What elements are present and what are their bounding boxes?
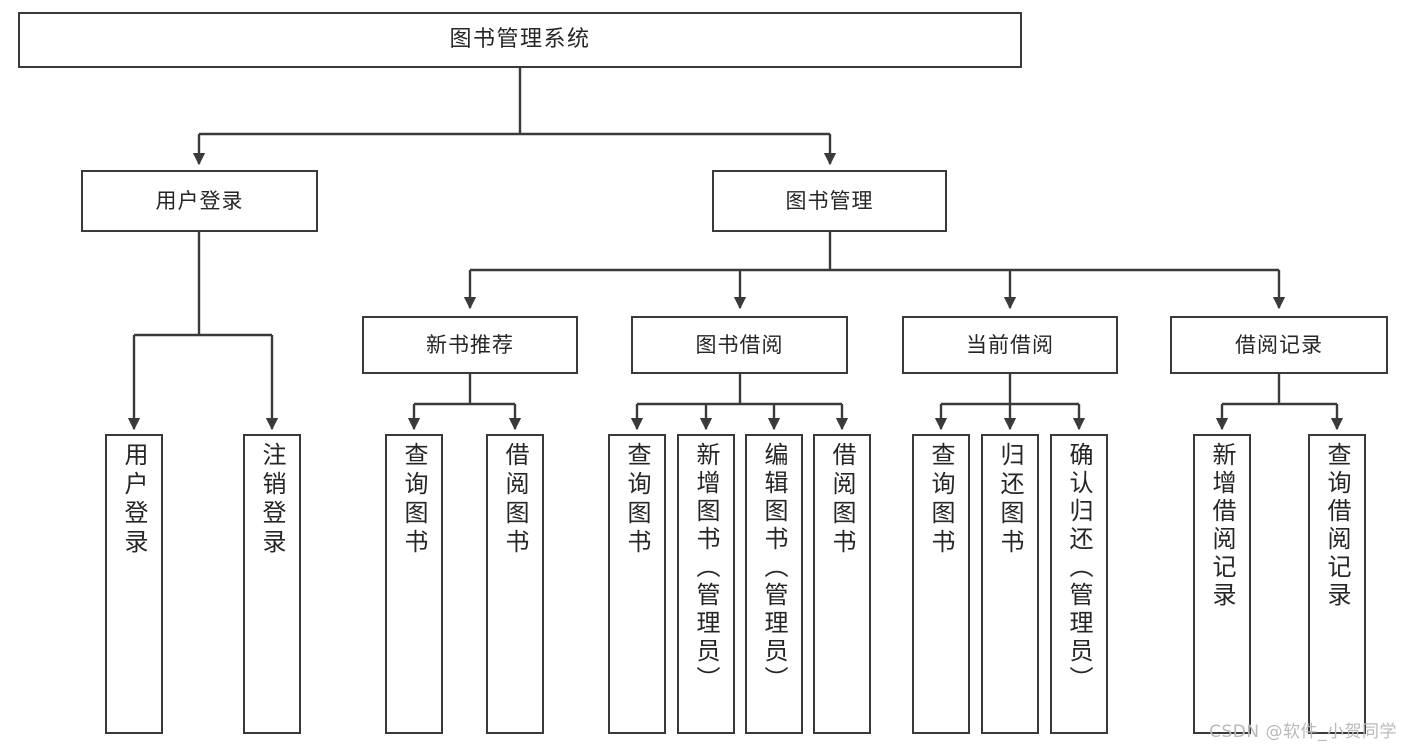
leaf-borrow-book-a-label: 借阅图书 xyxy=(501,442,529,558)
leaf-logout-label: 注销登录 xyxy=(258,442,286,558)
leaf-borrow-book-b[interactable]: 借阅图书 xyxy=(813,434,871,734)
leaf-query-book-a-label: 查询图书 xyxy=(400,442,428,558)
leaf-query-book-a[interactable]: 查询图书 xyxy=(385,434,443,734)
leaf-return-book[interactable]: 归还图书 xyxy=(981,434,1039,734)
node-book-manage[interactable]: 图书管理 xyxy=(712,170,947,232)
leaf-logout[interactable]: 注销登录 xyxy=(243,434,301,734)
node-current-borrow[interactable]: 当前借阅 xyxy=(902,316,1118,374)
leaf-user-login[interactable]: 用户登录 xyxy=(105,434,163,734)
leaf-query-book-b[interactable]: 查询图书 xyxy=(608,434,666,734)
leaf-add-borrow-record-label: 新增借阅记录 xyxy=(1208,442,1236,610)
leaf-user-login-label: 用户登录 xyxy=(120,442,148,558)
leaf-confirm-return-admin[interactable]: 确认归还（管理员） xyxy=(1050,434,1108,734)
leaf-confirm-return-admin-label: 确认归还（管理员） xyxy=(1065,442,1093,694)
leaf-add-book-admin[interactable]: 新增图书（管理员） xyxy=(677,434,735,734)
leaf-edit-book-admin-label: 编辑图书（管理员） xyxy=(760,442,788,694)
leaf-add-borrow-record[interactable]: 新增借阅记录 xyxy=(1193,434,1251,734)
leaf-add-book-admin-label: 新增图书（管理员） xyxy=(692,442,720,694)
leaf-borrow-book-b-label: 借阅图书 xyxy=(828,442,856,558)
node-book-borrow-label: 图书借阅 xyxy=(695,332,784,357)
node-new-book-recommendation[interactable]: 新书推荐 xyxy=(362,316,578,374)
node-root[interactable]: 图书管理系统 xyxy=(18,12,1022,68)
leaf-query-book-b-label: 查询图书 xyxy=(623,442,651,558)
node-user-login[interactable]: 用户登录 xyxy=(81,170,318,232)
node-book-manage-label: 图书管理 xyxy=(785,188,874,213)
leaf-query-borrow-record[interactable]: 查询借阅记录 xyxy=(1308,434,1366,734)
leaf-borrow-book-a[interactable]: 借阅图书 xyxy=(486,434,544,734)
leaf-query-book-c[interactable]: 查询图书 xyxy=(912,434,970,734)
node-new-book-recommendation-label: 新书推荐 xyxy=(426,332,514,357)
csdn-watermark: CSDN @软件_小贺同学 xyxy=(1209,722,1397,742)
node-user-login-label: 用户登录 xyxy=(155,188,244,213)
leaf-return-book-label: 归还图书 xyxy=(996,442,1024,558)
leaf-query-book-c-label: 查询图书 xyxy=(927,442,955,558)
leaf-edit-book-admin[interactable]: 编辑图书（管理员） xyxy=(745,434,803,734)
node-borrow-record-label: 借阅记录 xyxy=(1235,332,1323,357)
node-current-borrow-label: 当前借阅 xyxy=(966,332,1054,357)
node-book-borrow[interactable]: 图书借阅 xyxy=(631,316,848,374)
node-borrow-record[interactable]: 借阅记录 xyxy=(1170,316,1388,374)
leaf-query-borrow-record-label: 查询借阅记录 xyxy=(1323,442,1351,610)
node-root-label: 图书管理系统 xyxy=(449,27,591,53)
